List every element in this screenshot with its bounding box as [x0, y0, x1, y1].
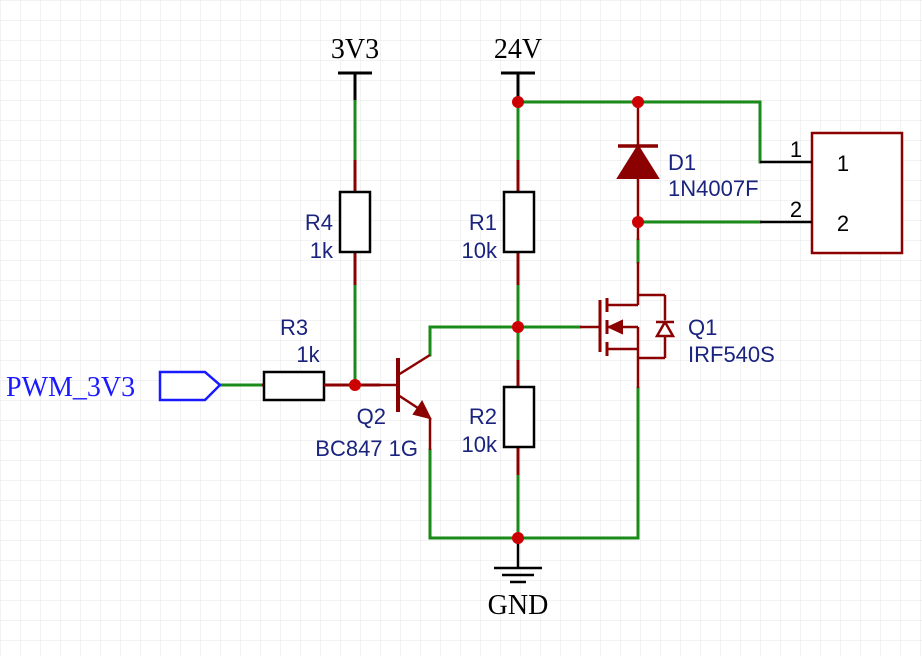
j1-pin2-label: 2 [837, 211, 849, 236]
resistor-r3: R3 1k [262, 315, 380, 402]
connector-j1: 1 2 1 2 [760, 131, 904, 255]
junction-gate-node [512, 321, 524, 333]
diode-d1: D1 1N4007F [616, 102, 759, 240]
pwm-label-text: PWM_3V3 [6, 372, 135, 403]
r1-ref: R1 [469, 210, 497, 235]
junctions [349, 96, 644, 544]
junction-gnd [512, 532, 524, 544]
junction-d1-cathode [632, 96, 644, 108]
mosfet-q1: Q1 IRF540S [580, 262, 775, 388]
power-label-24v: 24V [494, 34, 542, 65]
junction-d1-anode [632, 216, 644, 228]
power-3v3-symbol: 3V3 [331, 34, 379, 100]
net-label-pwm: PWM_3V3 [6, 370, 222, 403]
d1-value: 1N4007F [668, 176, 759, 201]
j1-pin1-label: 1 [837, 151, 849, 176]
junction-base-node [349, 379, 361, 391]
resistor-r1: R1 10k [462, 160, 536, 285]
r3-ref: R3 [280, 315, 308, 340]
d1-ref: D1 [668, 150, 696, 175]
resistor-r2: R2 10k [462, 360, 536, 475]
r2-ref: R2 [469, 404, 497, 429]
r4-ref: R4 [305, 210, 333, 235]
junction-24v-rail [512, 96, 524, 108]
wires [218, 98, 762, 540]
r2-value: 10k [462, 432, 498, 457]
q2-ref: Q2 [357, 404, 386, 429]
power-label-3v3: 3V3 [331, 34, 379, 65]
j1-pin2-number: 2 [790, 197, 802, 222]
j1-pin1-number: 1 [790, 137, 802, 162]
q1-ref: Q1 [688, 315, 717, 340]
r4-value: 1k [310, 238, 334, 263]
resistor-r4: R4 1k [305, 160, 372, 285]
transistor-q2: Q2 BC847 1G [315, 353, 432, 461]
power-label-gnd: GND [488, 590, 549, 621]
q2-value: BC847 1G [315, 436, 418, 461]
power-24v-symbol: 24V [494, 34, 542, 100]
r3-value: 1k [296, 342, 320, 367]
q1-value: IRF540S [688, 342, 775, 367]
r1-value: 10k [462, 238, 498, 263]
